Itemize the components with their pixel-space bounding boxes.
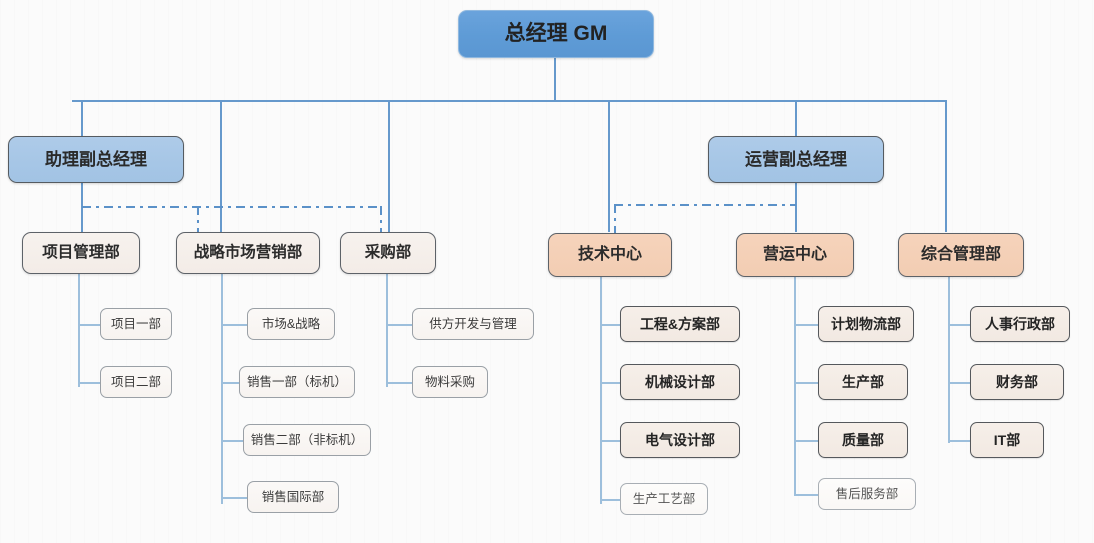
node-strategic-marketing-dept[interactable]: 战略市场营销部 — [176, 232, 320, 274]
node-technical-center[interactable]: 技术中心 — [548, 233, 672, 277]
connector-stub-technical-2 — [600, 382, 620, 384]
connector-stub-marketing-2 — [221, 382, 247, 384]
node-international-sales[interactable]: 销售国际部 — [247, 481, 339, 513]
connector-stub-marketing-1 — [221, 324, 247, 326]
node-project-division-2[interactable]: 项目二部 — [100, 366, 172, 398]
connector-gm-stem — [554, 58, 556, 101]
node-it-dept[interactable]: IT部 — [970, 422, 1044, 458]
node-operations-vice-gm[interactable]: 运营副总经理 — [708, 136, 884, 183]
connector-stub-operations-4 — [794, 494, 818, 496]
connector-assistant-vp-to-project — [81, 183, 83, 232]
node-project-management-dept[interactable]: 项目管理部 — [22, 232, 140, 274]
connector-stem-admin — [948, 275, 950, 443]
node-engineering-solution-dept[interactable]: 工程&方案部 — [620, 306, 740, 342]
connector-stub-admin-1 — [948, 324, 970, 326]
connector-stem-technical — [600, 275, 602, 504]
node-production-process-dept[interactable]: 生产工艺部 — [620, 483, 708, 515]
connector-stub-technical-4 — [600, 499, 620, 501]
connector-stem-marketing — [221, 272, 223, 504]
connector-drop-marketing — [220, 100, 222, 232]
connector-stub-admin-2 — [948, 382, 970, 384]
connector-drop-operations-vp — [795, 100, 797, 136]
connector-stub-technical-3 — [600, 440, 620, 442]
dotted-drop-purchasing — [380, 206, 382, 234]
node-sales-division-2[interactable]: 销售二部（非标机） — [243, 424, 371, 456]
connector-stem-operations — [794, 275, 796, 494]
node-material-purchasing[interactable]: 物料采购 — [412, 366, 488, 398]
connector-drop-assistant-vp — [81, 100, 83, 136]
connector-stub-operations-3 — [794, 440, 818, 442]
node-supplier-development[interactable]: 供方开发与管理 — [412, 308, 534, 340]
connector-stub-technical-1 — [600, 324, 620, 326]
node-market-strategy[interactable]: 市场&战略 — [247, 308, 335, 340]
node-planning-logistics-dept[interactable]: 计划物流部 — [818, 306, 914, 342]
node-general-admin-dept[interactable]: 综合管理部 — [898, 233, 1024, 277]
node-after-sales-service-dept[interactable]: 售后服务部 — [818, 478, 916, 510]
node-sales-division-1[interactable]: 销售一部（标机） — [239, 366, 355, 398]
connector-drop-purchasing — [388, 100, 390, 232]
node-mechanical-design-dept[interactable]: 机械设计部 — [620, 364, 740, 400]
dotted-drop-technical — [614, 204, 616, 234]
dotted-line-assistant-vp-span — [82, 206, 382, 208]
connector-stub-purchasing-1 — [386, 324, 412, 326]
node-assistant-vice-gm[interactable]: 助理副总经理 — [8, 136, 184, 183]
connector-stub-operations-1 — [794, 324, 818, 326]
node-electrical-design-dept[interactable]: 电气设计部 — [620, 422, 740, 458]
connector-stub-marketing-3 — [221, 440, 243, 442]
node-purchasing-dept[interactable]: 采购部 — [340, 232, 436, 274]
connector-stub-project-2 — [78, 382, 100, 384]
node-general-manager[interactable]: 总经理 GM — [458, 10, 654, 58]
node-project-division-1[interactable]: 项目一部 — [100, 308, 172, 340]
connector-stub-admin-3 — [948, 440, 970, 442]
connector-drop-admin — [945, 100, 947, 232]
node-hr-admin-dept[interactable]: 人事行政部 — [970, 306, 1070, 342]
connector-operations-vp-to-center — [795, 183, 797, 232]
node-operations-center[interactable]: 营运中心 — [736, 233, 854, 277]
connector-stub-marketing-4 — [221, 497, 247, 499]
node-finance-dept[interactable]: 财务部 — [970, 364, 1064, 400]
dotted-line-operations-vp-span — [614, 204, 796, 206]
node-quality-dept[interactable]: 质量部 — [818, 422, 908, 458]
dotted-drop-marketing — [197, 206, 199, 234]
node-production-dept[interactable]: 生产部 — [818, 364, 908, 400]
connector-stub-operations-2 — [794, 382, 818, 384]
connector-stub-project-1 — [78, 324, 100, 326]
connector-drop-technical — [608, 100, 610, 232]
connector-stem-project — [78, 272, 80, 387]
connector-stem-purchasing — [386, 272, 388, 387]
connector-top-bus — [72, 100, 946, 102]
connector-stub-purchasing-2 — [386, 382, 412, 384]
